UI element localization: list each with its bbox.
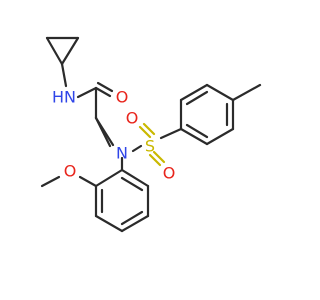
molecule-structure-diagram: H N O N S O O O	[40, 36, 262, 233]
bond-methoxy-ch3	[40, 175, 61, 188]
methoxyphenyl-ring	[94, 168, 150, 233]
carbonyl-double-bond	[94, 81, 114, 98]
sulfonyl-o-bottom-bonds	[148, 150, 166, 167]
bond-cyclopropyl-nh	[60, 62, 68, 88]
bond-nh-carbonyl	[76, 86, 98, 99]
sulfonyl-o-bottom-label: O	[163, 164, 176, 183]
bond-n-s	[131, 144, 143, 153]
tolyl-ring	[179, 83, 235, 146]
amide-h-label: H	[52, 88, 64, 107]
cyclopropyl-group	[45, 36, 80, 66]
carbonyl-o-label: O	[116, 88, 129, 107]
sulfur-label: S	[145, 137, 155, 156]
bond-s-tolyl	[159, 127, 183, 140]
bond-ch2-n	[94, 116, 112, 148]
methoxy-o-label: O	[64, 162, 77, 181]
bond-ring-methoxy-o	[78, 175, 98, 188]
bond-tolyl-methyl	[231, 83, 262, 102]
sulfonyl-o-top-bonds	[138, 122, 156, 139]
amide-n-label: N	[64, 88, 76, 107]
sulfonyl-n-label: N	[116, 144, 128, 163]
sulfonyl-o-top-label: O	[126, 109, 139, 128]
